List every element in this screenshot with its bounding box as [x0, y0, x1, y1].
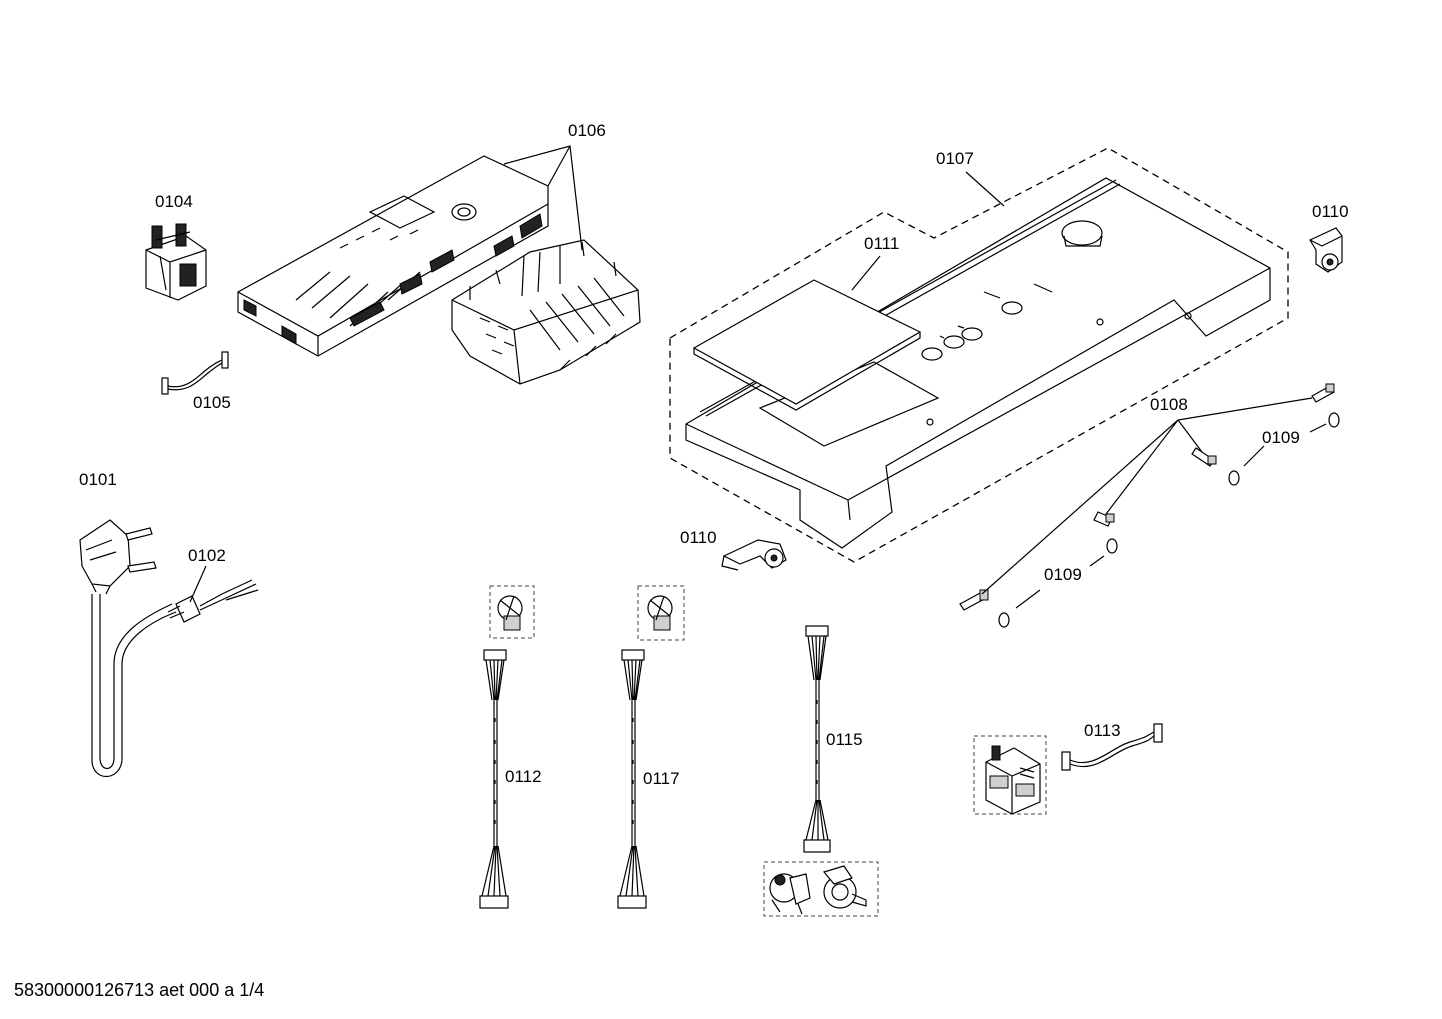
part-0106-tray[interactable] [451, 239, 641, 385]
part-0113-module[interactable] [973, 735, 1047, 815]
leader-0102 [189, 565, 207, 603]
leader-0109-upper [1243, 423, 1327, 467]
leader-0109-lower [1015, 555, 1105, 609]
label-0106: 0106 [568, 121, 606, 140]
leader-0111 [851, 255, 881, 291]
leader-0108 [981, 397, 1313, 595]
part-0101-mains-cable[interactable] [79, 519, 177, 777]
label-0107: 0107 [936, 149, 974, 168]
leader-0107 [965, 171, 1005, 207]
label-0117: 0117 [643, 769, 680, 788]
part-0110-clip-right[interactable] [1309, 227, 1343, 273]
label-0110-right: 0110 [1312, 202, 1349, 221]
label-0102: 0102 [188, 546, 226, 565]
group-outline-0107 [669, 147, 1289, 563]
pressure-switch-right [822, 865, 867, 909]
label-0115: 0115 [826, 730, 863, 749]
label-0110-left: 0110 [680, 528, 717, 547]
pressure-switch-left [769, 873, 811, 915]
part-0104-suppressor[interactable] [145, 223, 207, 301]
screw-1 [1311, 383, 1335, 403]
label-0113: 0113 [1084, 721, 1121, 740]
screw-4 [959, 589, 989, 611]
part-0109-washers[interactable] [998, 412, 1340, 628]
part-0115-cable-harness[interactable] [763, 625, 879, 917]
part-0105-cable[interactable] [161, 351, 229, 395]
part-0110-clip-left[interactable] [721, 539, 787, 571]
part-0106-electronic-module[interactable] [237, 155, 549, 357]
drawing-number: 58300000126713 aet 000 a 1/4 [14, 980, 265, 1000]
part-0111-cover-plate[interactable] [692, 279, 922, 411]
label-0101: 0101 [79, 470, 117, 489]
part-0112-cable-harness[interactable] [479, 585, 535, 909]
screw-3 [1093, 511, 1115, 527]
label-0105: 0105 [193, 393, 231, 412]
label-0104: 0104 [155, 192, 193, 211]
part-0108-screws[interactable] [959, 383, 1335, 611]
label-0109-lower: 0109 [1044, 565, 1082, 584]
label-0109-upper: 0109 [1262, 428, 1300, 447]
screw-2 [1191, 447, 1217, 467]
label-0111: 0111 [864, 234, 899, 253]
leader-0106 [503, 145, 583, 251]
label-0112: 0112 [505, 767, 542, 786]
label-0108: 0108 [1150, 395, 1188, 414]
part-0117-cable-harness[interactable] [617, 585, 685, 909]
part-0102-grommet[interactable] [167, 579, 259, 623]
part-0113-cable[interactable] [1061, 723, 1163, 771]
